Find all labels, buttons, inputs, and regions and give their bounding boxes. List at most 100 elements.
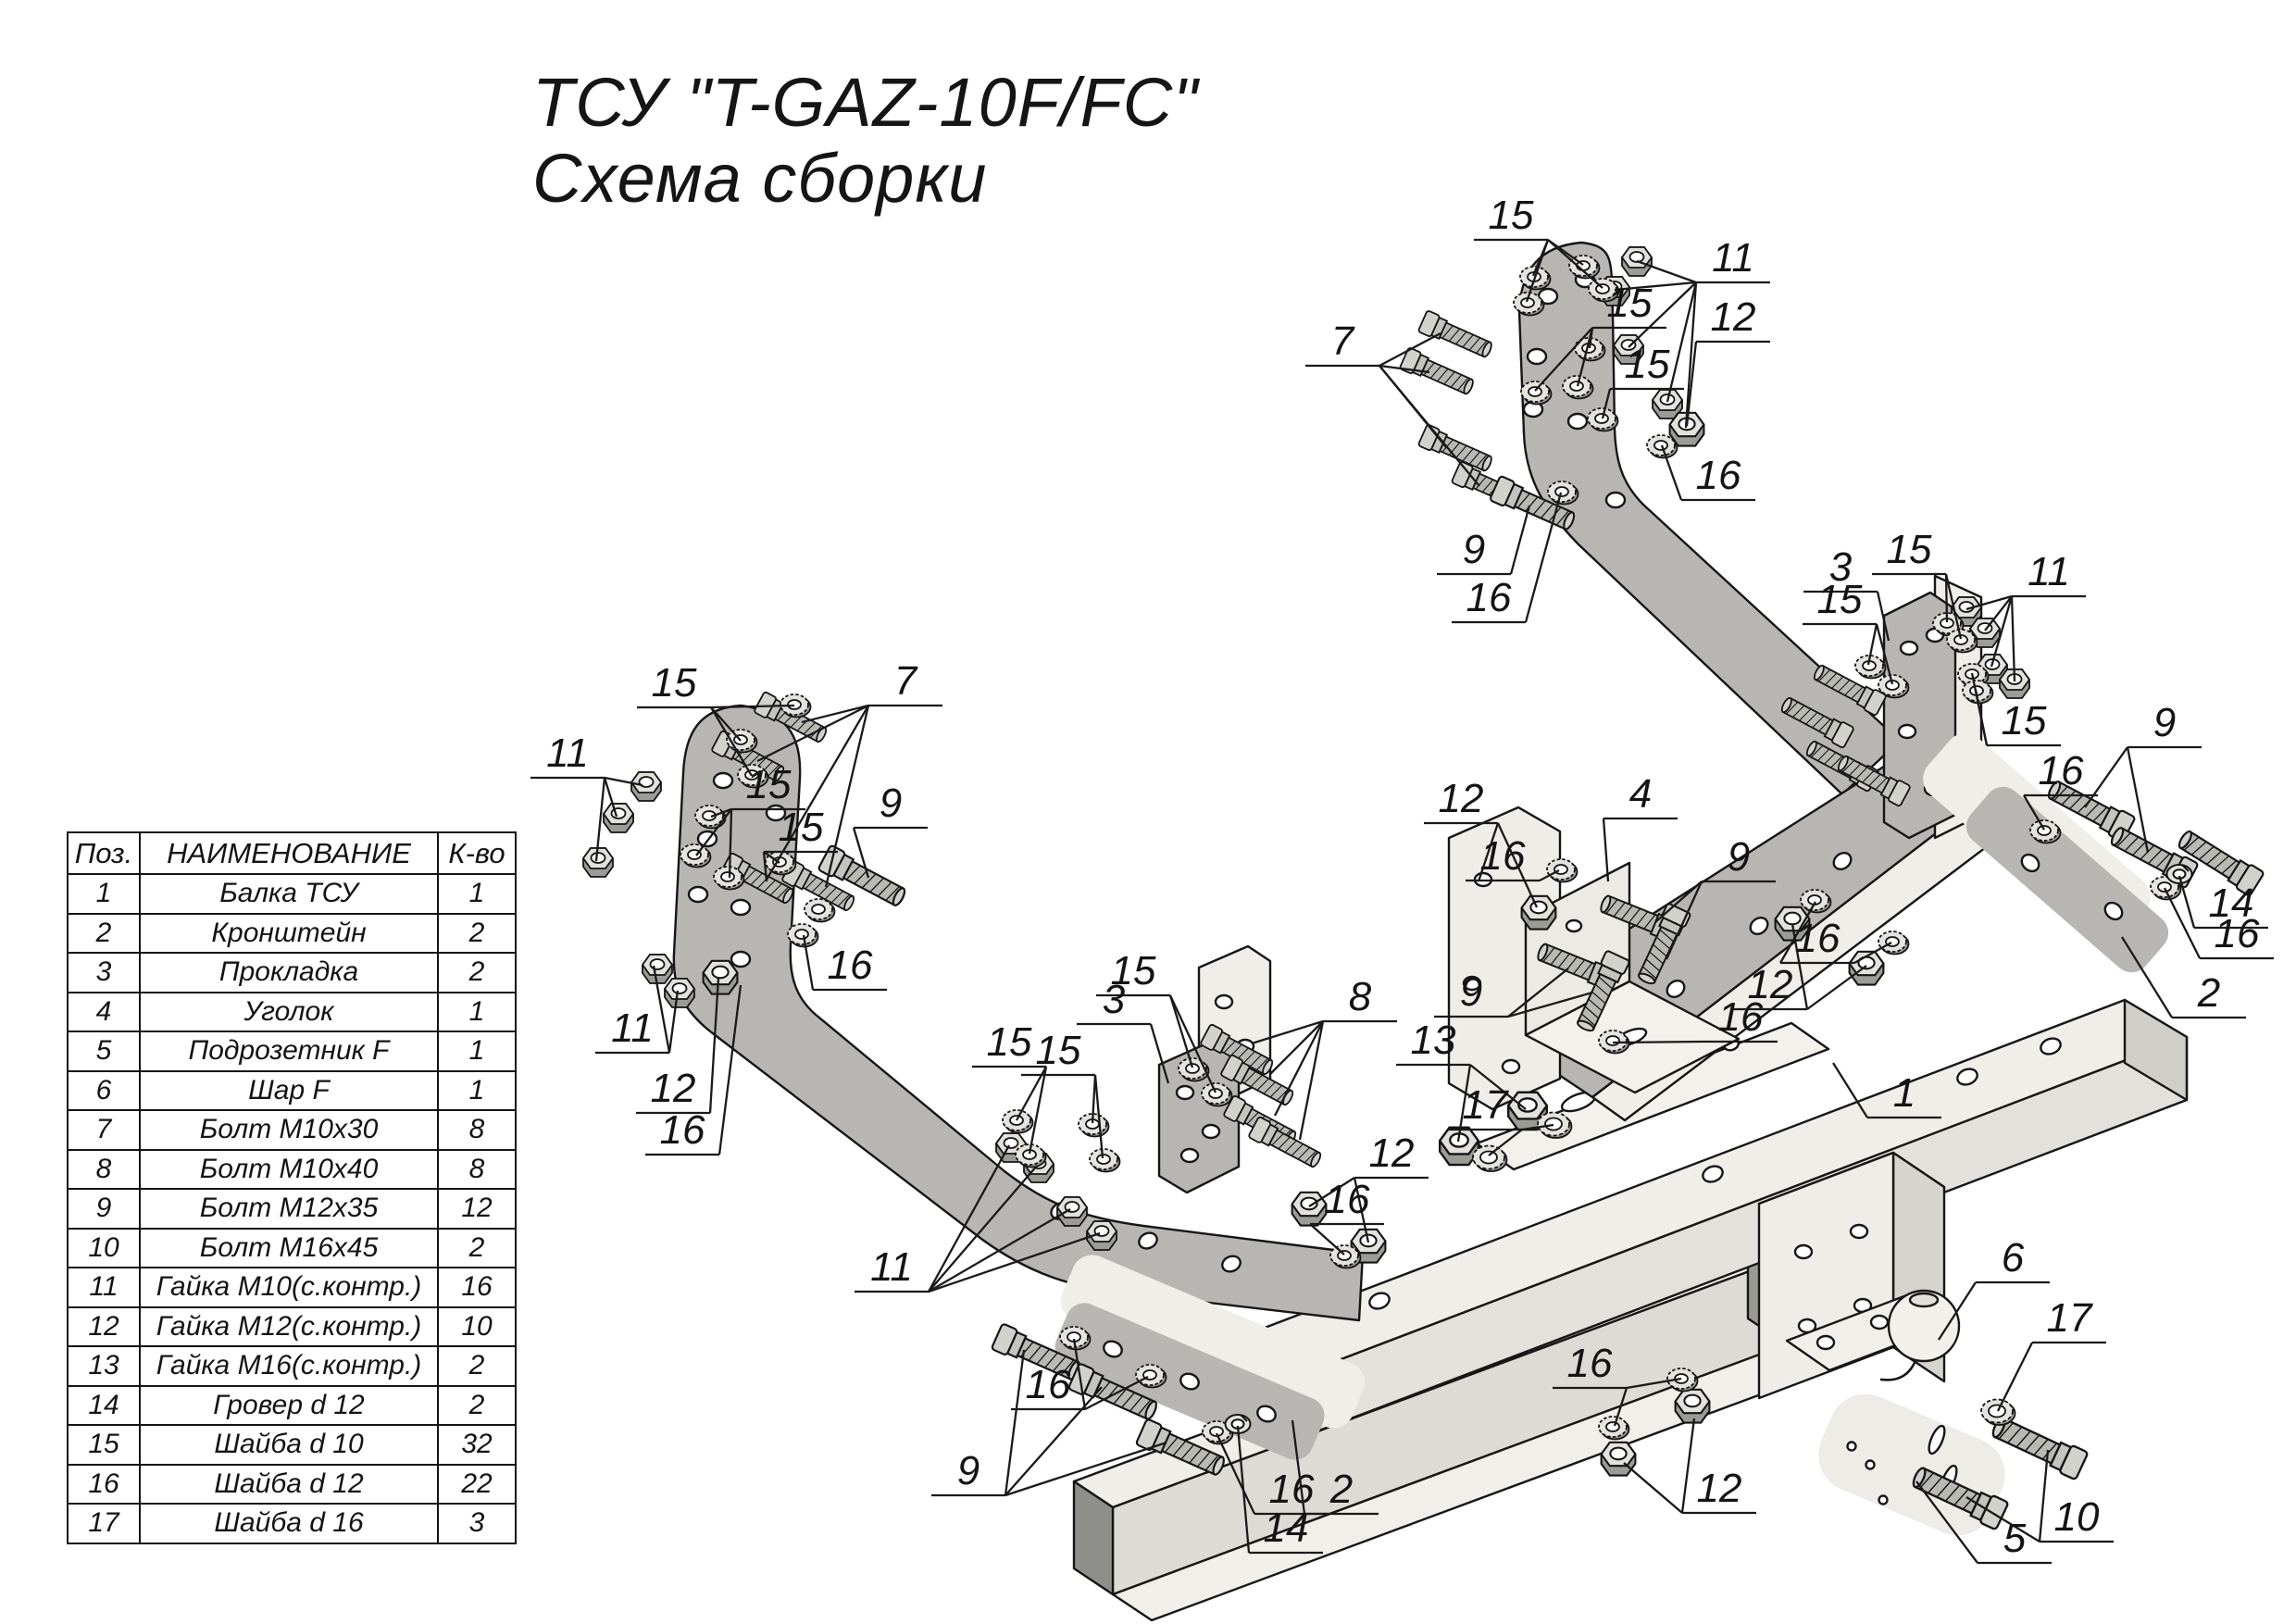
callout-15: 15 — [695, 762, 805, 879]
table-cell: 2 — [67, 912, 141, 954]
bolt-icon — [1247, 1115, 1325, 1173]
callout-label: 12 — [651, 1066, 696, 1111]
callout-label: 11 — [611, 1006, 654, 1051]
callout-label: 4 — [1629, 771, 1652, 817]
callout-label: 1 — [1893, 1070, 1915, 1116]
callout-3: 3 — [1803, 544, 1890, 642]
callout-16: 16 — [2163, 887, 2274, 960]
table-cell: 1 — [437, 873, 517, 915]
callout-label: 2 — [2197, 970, 2220, 1016]
table-cell: 14 — [67, 1384, 141, 1426]
callout-11: 11 — [1614, 235, 1770, 429]
callout-label: 11 — [870, 1244, 913, 1290]
table-cell: 1 — [437, 1031, 517, 1072]
nut-icon — [642, 954, 673, 984]
callout-9: 9 — [1654, 834, 1776, 960]
callout-label: 16 — [1696, 453, 1741, 498]
callout-14: 14 — [1236, 1425, 1323, 1555]
washer-icon — [1089, 1148, 1121, 1173]
col-header-qty: К-во — [437, 831, 517, 875]
callout-label: 15 — [2002, 698, 2047, 743]
bolt-icon — [1398, 346, 1478, 400]
callout-label: 16 — [2039, 748, 2084, 793]
callout-14: 14 — [2177, 875, 2268, 930]
table-cell: 1 — [437, 991, 517, 1032]
callout-12: 12 — [1424, 776, 1539, 908]
table-cell: 2 — [437, 1227, 517, 1268]
callout-label: 15 — [779, 805, 824, 850]
table-cell: 1 — [67, 873, 141, 915]
callout-9: 9 — [1437, 505, 1531, 576]
table-cell: Гровер d 12 — [139, 1384, 439, 1426]
table-cell: Шайба d 12 — [139, 1463, 439, 1505]
ball-mount — [1785, 1289, 1961, 1381]
callout-label: 6 — [2002, 1235, 2025, 1280]
callout-label: 16 — [1466, 575, 1512, 620]
callout-label: 3 — [1103, 977, 1126, 1022]
callout-label: 14 — [2209, 881, 2254, 926]
callout-10: 10 — [1965, 1449, 2114, 1543]
callout-12: 12 — [1685, 294, 1770, 427]
callout-label: 2 — [1329, 1467, 1353, 1512]
table-cell: 16 — [67, 1463, 141, 1505]
callout-16: 16 — [1466, 833, 1560, 882]
callout-label: 9 — [1460, 969, 1482, 1015]
callout-label: 16 — [1026, 1362, 1071, 1407]
callout-15: 15 — [762, 805, 838, 882]
callout-label: 12 — [1439, 776, 1484, 821]
callout-label: 14 — [1264, 1505, 1309, 1551]
callout-label: 15 — [1489, 193, 1534, 238]
callout-label: 17 — [2047, 1295, 2093, 1341]
table-cell: Болт М10х40 — [139, 1148, 439, 1190]
nut-icon — [1291, 1191, 1328, 1227]
callout-label: 15 — [1887, 527, 1932, 572]
callout-16: 16 — [1660, 444, 1755, 502]
callout-16: 16 — [645, 984, 742, 1156]
callout-11: 11 — [855, 1144, 1101, 1293]
callout-11: 11 — [1965, 549, 2086, 682]
callout-label: 8 — [1349, 974, 1372, 1019]
callout-15: 15 — [1970, 672, 2061, 747]
callout-15: 15 — [1534, 281, 1666, 392]
callout-label: 16 — [1480, 833, 1526, 879]
callout-5: 5 — [1915, 1480, 2052, 1565]
table-cell: Гайка М16(с.контр.) — [139, 1345, 439, 1387]
callout-11: 11 — [595, 965, 680, 1055]
callout-label: 10 — [2054, 1494, 2100, 1540]
table-cell: Шар F — [139, 1069, 439, 1111]
callout-15: 15 — [1803, 577, 1894, 685]
callout-1: 1 — [1832, 1062, 1941, 1119]
table-cell: 8 — [437, 1109, 517, 1151]
table-cell: 12 — [437, 1188, 517, 1230]
callout-6: 6 — [1938, 1235, 2050, 1341]
callout-17: 17 — [1996, 1295, 2106, 1412]
table-cell: 5 — [67, 1031, 141, 1072]
callout-label: 16 — [660, 1107, 705, 1153]
table-cell: 17 — [67, 1503, 141, 1544]
table-cell: 2 — [437, 1345, 517, 1387]
table-cell: 15 — [67, 1424, 141, 1466]
callout-label: 9 — [957, 1448, 980, 1493]
callout-label: 13 — [1411, 1018, 1456, 1063]
callout-13: 13 — [1396, 1018, 1527, 1143]
callout-12: 12 — [1733, 923, 1867, 1011]
callout-11: 11 — [530, 731, 643, 862]
table-cell: Шайба d 16 — [139, 1503, 439, 1544]
table-cell: Прокладка — [139, 952, 439, 993]
nut-icon — [1600, 1441, 1637, 1477]
table-cell: 16 — [437, 1267, 517, 1308]
table-cell: Кронштейн — [139, 912, 439, 954]
callout-15: 15 — [972, 1019, 1048, 1155]
right-bracket-arm — [1517, 241, 1902, 796]
callout-9: 9 — [852, 781, 928, 879]
callout-label: 15 — [1625, 342, 1670, 387]
table-cell: 11 — [67, 1267, 141, 1308]
washer-icon — [1878, 931, 1910, 956]
